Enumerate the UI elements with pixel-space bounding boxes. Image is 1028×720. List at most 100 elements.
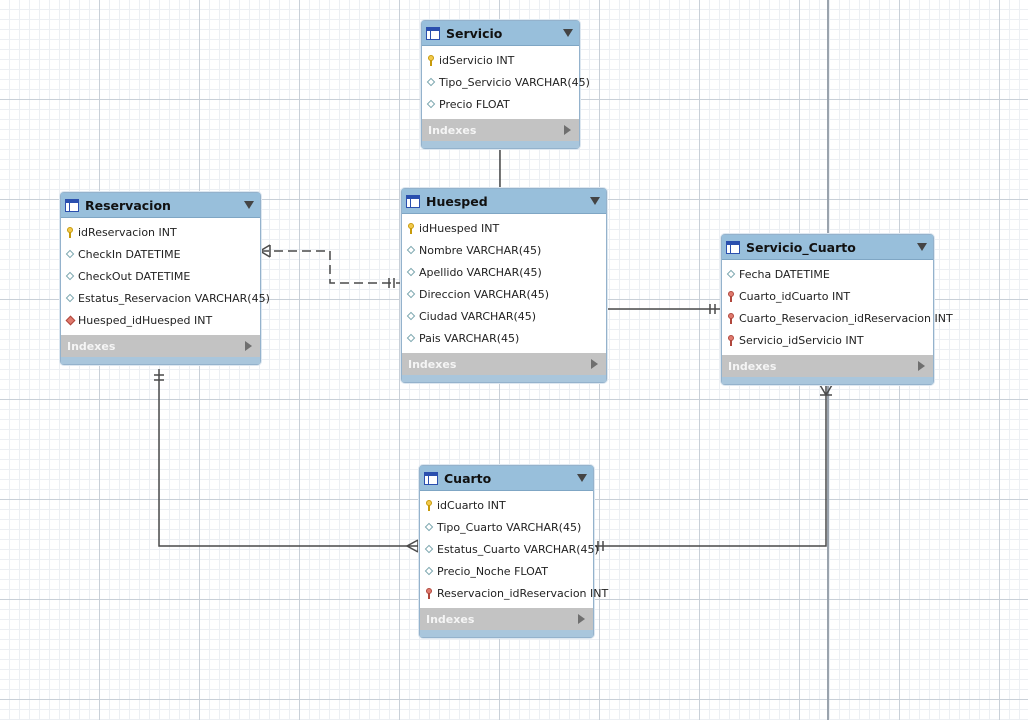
- entity-title: Servicio_Cuarto: [746, 239, 856, 255]
- column-label: Fecha DATETIME: [739, 267, 830, 281]
- column-label: Reservacion_idReservacion INT: [437, 586, 609, 600]
- foreign-key-icon: [425, 587, 434, 599]
- collapse-icon[interactable]: [563, 29, 573, 37]
- column-row[interactable]: Cuarto_Reservacion_idReservacion INT: [722, 307, 953, 329]
- collapse-icon[interactable]: [590, 197, 600, 205]
- attribute-icon: [407, 245, 416, 256]
- collapse-icon[interactable]: [244, 201, 254, 209]
- attribute-icon: [427, 99, 436, 110]
- entity-huesped[interactable]: Huesped idHuesped INT Nombre VARCHAR(45)…: [401, 188, 607, 383]
- entity-header[interactable]: Huesped: [402, 189, 606, 214]
- column-row[interactable]: CheckIn DATETIME: [61, 243, 260, 265]
- column-label: CheckIn DATETIME: [78, 247, 181, 261]
- entity-header[interactable]: Cuarto: [420, 466, 593, 491]
- entity-reservacion[interactable]: Reservacion idReservacion INT CheckIn DA…: [60, 192, 270, 365]
- column-row[interactable]: Fecha DATETIME: [722, 263, 933, 285]
- entity-title: Cuarto: [444, 470, 492, 486]
- attribute-icon: [425, 522, 434, 533]
- column-label: Huesped_idHuesped INT: [78, 313, 213, 327]
- expand-arrow-icon: [591, 359, 598, 369]
- column-label: idCuarto INT: [437, 498, 506, 512]
- attribute-icon: [425, 566, 434, 577]
- indexes-toggle[interactable]: Indexes: [61, 335, 260, 357]
- entity-servicio-cuarto[interactable]: Servicio_Cuarto Fecha DATETIME Cuarto_id…: [721, 234, 953, 385]
- column-row[interactable]: Reservacion_idReservacion INT: [420, 582, 608, 604]
- expand-arrow-icon: [564, 125, 571, 135]
- indexes-toggle[interactable]: Indexes: [420, 608, 593, 630]
- relationship-reservacion-cuarto[interactable]: [154, 369, 419, 553]
- attribute-icon: [66, 293, 75, 304]
- column-row[interactable]: Estatus_Cuarto VARCHAR(45): [420, 538, 599, 560]
- collapse-icon[interactable]: [577, 474, 587, 482]
- attribute-icon: [66, 271, 75, 282]
- column-label: Apellido VARCHAR(45): [419, 265, 542, 279]
- expand-arrow-icon: [578, 614, 585, 624]
- attribute-icon: [407, 267, 416, 278]
- primary-key-icon: [66, 226, 75, 238]
- attribute-icon: [407, 333, 416, 344]
- column-row[interactable]: Ciudad VARCHAR(45): [402, 305, 606, 327]
- column-label: Estatus_Reservacion VARCHAR(45): [78, 291, 270, 305]
- relationship-huesped-servicio-cuarto[interactable]: [606, 304, 720, 314]
- column-row[interactable]: Tipo_Cuarto VARCHAR(45): [420, 516, 593, 538]
- column-label: Tipo_Servicio VARCHAR(45): [439, 75, 590, 89]
- column-row[interactable]: Cuarto_idCuarto INT: [722, 285, 933, 307]
- entity-cuarto[interactable]: Cuarto idCuarto INT Tipo_Cuarto VARCHAR(…: [419, 465, 608, 638]
- column-row[interactable]: Apellido VARCHAR(45): [402, 261, 606, 283]
- relationship-huesped-reservacion[interactable]: [258, 244, 401, 288]
- table-icon: [424, 471, 438, 485]
- entity-title: Servicio: [446, 25, 503, 41]
- indexes-label: Indexes: [728, 359, 777, 373]
- column-row[interactable]: Precio_Noche FLOAT: [420, 560, 593, 582]
- attribute-icon: [407, 311, 416, 322]
- entity-title: Huesped: [426, 193, 488, 209]
- column-label: Cuarto_idCuarto INT: [739, 289, 851, 303]
- collapse-icon[interactable]: [917, 243, 927, 251]
- table-icon: [426, 26, 440, 40]
- column-row[interactable]: Huesped_idHuesped INT: [61, 309, 260, 331]
- column-row[interactable]: idCuarto INT: [420, 494, 593, 516]
- column-row[interactable]: Direccion VARCHAR(45): [402, 283, 606, 305]
- entity-header[interactable]: Servicio_Cuarto: [722, 235, 933, 260]
- column-row[interactable]: Precio FLOAT: [422, 93, 579, 115]
- column-label: Direccion VARCHAR(45): [419, 287, 550, 301]
- entity-footer: [422, 141, 579, 148]
- indexes-toggle[interactable]: Indexes: [402, 353, 606, 375]
- entity-header[interactable]: Reservacion: [61, 193, 260, 218]
- indexes-toggle[interactable]: Indexes: [722, 355, 933, 377]
- attribute-icon: [407, 289, 416, 300]
- attribute-icon: [427, 77, 436, 88]
- table-icon: [65, 198, 79, 212]
- attribute-icon: [727, 269, 736, 280]
- column-row[interactable]: idHuesped INT: [402, 217, 606, 239]
- indexes-toggle[interactable]: Indexes: [422, 119, 579, 141]
- relationship-cuarto-servicio-cuarto[interactable]: [593, 384, 833, 551]
- primary-key-icon: [427, 54, 436, 66]
- column-label: idServicio INT: [439, 53, 515, 67]
- table-icon: [726, 240, 740, 254]
- foreign-key-icon: [727, 334, 736, 346]
- column-row[interactable]: Tipo_Servicio VARCHAR(45): [422, 71, 590, 93]
- column-row[interactable]: Nombre VARCHAR(45): [402, 239, 606, 261]
- column-row[interactable]: idReservacion INT: [61, 221, 260, 243]
- attribute-icon: [66, 249, 75, 260]
- column-label: Cuarto_Reservacion_idReservacion INT: [739, 311, 953, 325]
- expand-arrow-icon: [245, 341, 252, 351]
- column-label: Precio_Noche FLOAT: [437, 564, 548, 578]
- entity-footer: [722, 377, 933, 384]
- column-row[interactable]: CheckOut DATETIME: [61, 265, 260, 287]
- entity-header[interactable]: Servicio: [422, 21, 579, 46]
- primary-key-icon: [407, 222, 416, 234]
- column-label: Servicio_idServicio INT: [739, 333, 864, 347]
- indexes-label: Indexes: [408, 357, 457, 371]
- column-row[interactable]: Estatus_Reservacion VARCHAR(45): [61, 287, 270, 309]
- column-row[interactable]: idServicio INT: [422, 49, 579, 71]
- column-row[interactable]: Pais VARCHAR(45): [402, 327, 606, 349]
- column-label: idHuesped INT: [419, 221, 500, 235]
- column-label: CheckOut DATETIME: [78, 269, 191, 283]
- column-row[interactable]: Servicio_idServicio INT: [722, 329, 933, 351]
- indexes-label: Indexes: [428, 123, 477, 137]
- entity-servicio[interactable]: Servicio idServicio INT Tipo_Servicio VA…: [421, 20, 590, 149]
- column-label: Ciudad VARCHAR(45): [419, 309, 537, 323]
